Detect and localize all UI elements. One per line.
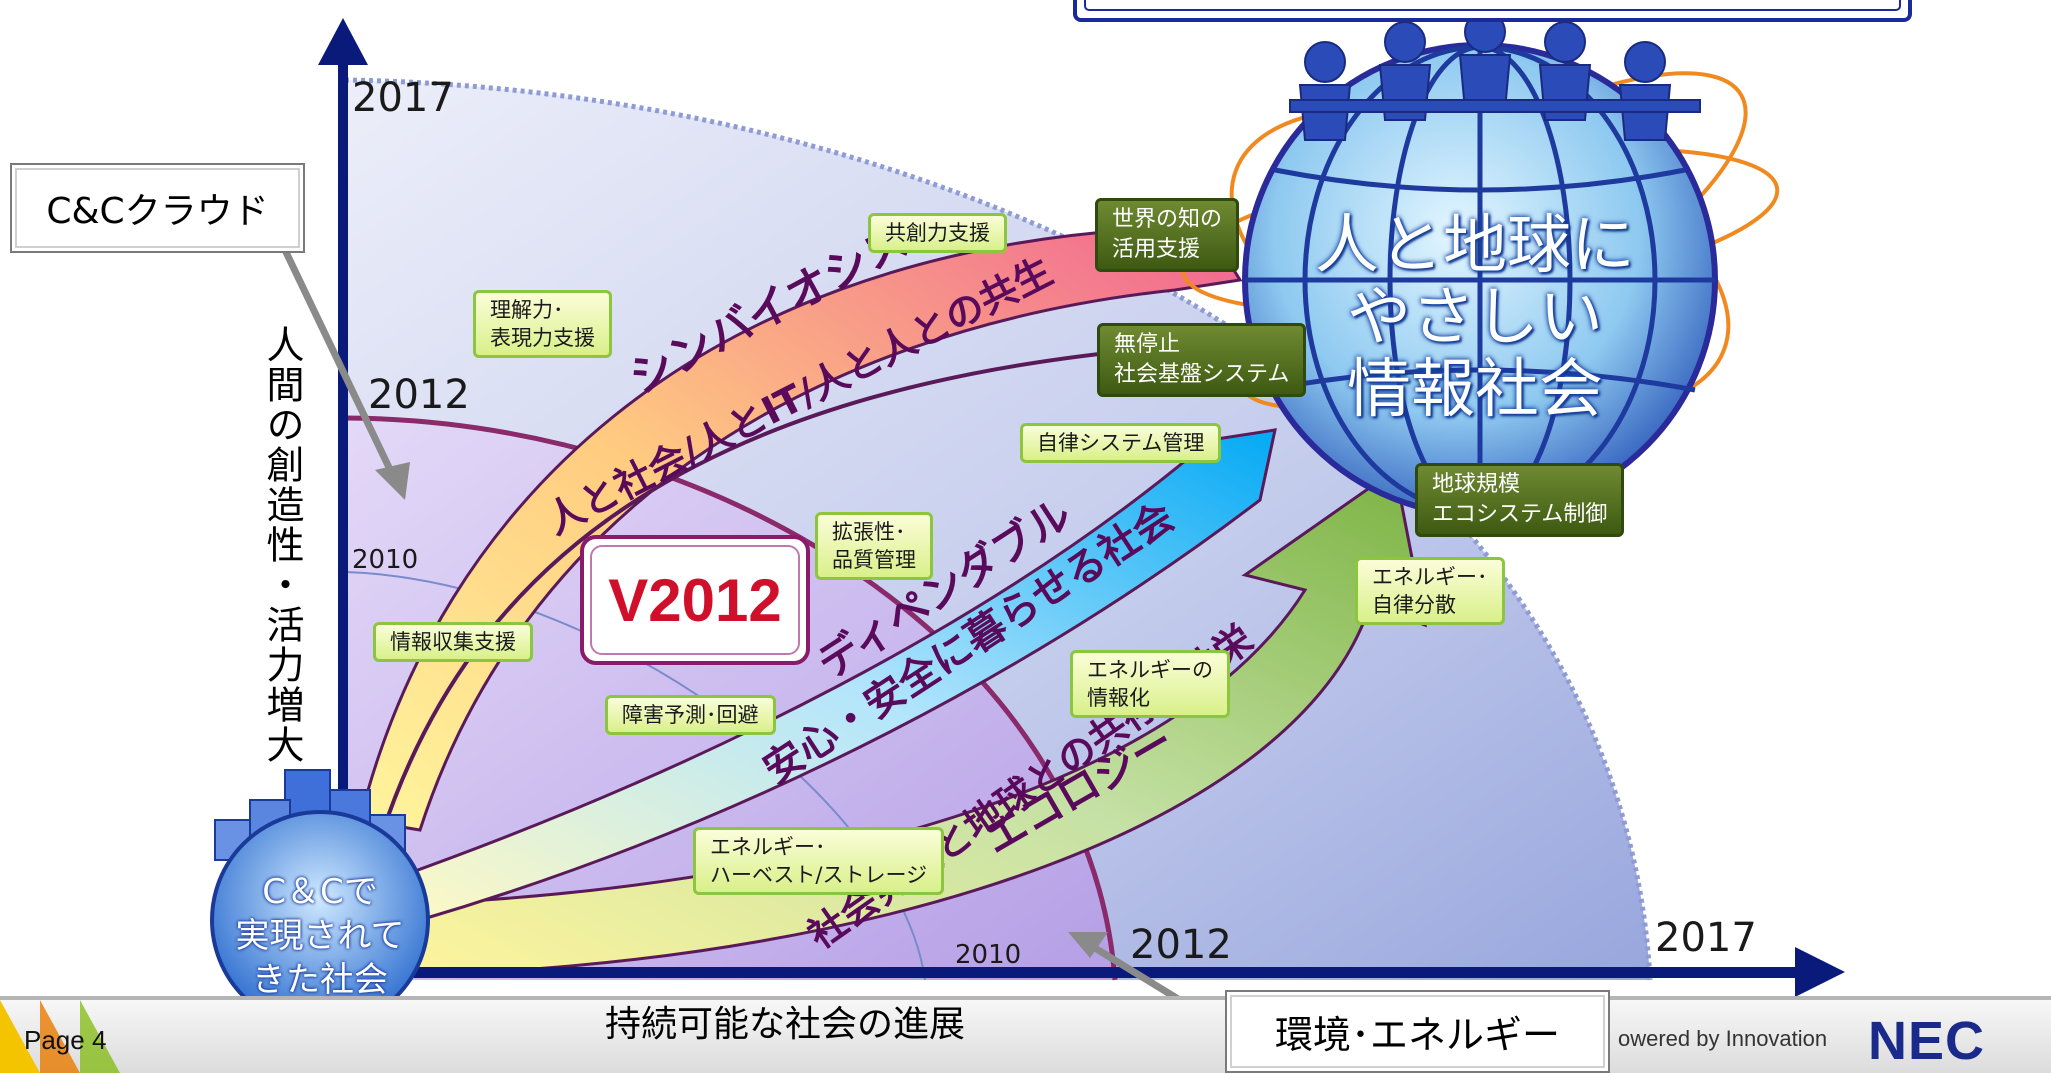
box-world-knowledge: 世界の知の 活用支援 [1095, 198, 1240, 272]
x-axis [338, 967, 1818, 978]
box-energy-distributed: エネルギー･ 自律分散 [1355, 557, 1505, 625]
footer-bar [0, 1000, 2051, 1073]
box-info-collection: 情報収集支援 [373, 622, 533, 662]
cloud-pointer [281, 248, 410, 500]
env-energy-callout: 環境･エネルギー [1225, 990, 1610, 1073]
dependable-arrow [387, 428, 1277, 922]
box-nonstop: 無停止 社会基盤システム [1097, 323, 1307, 397]
cloud-callout: C&Cクラウド [10, 163, 305, 253]
symbiosis-inner-edge [378, 343, 1196, 841]
box-global-eco: 地球規模 エコシステム制御 [1415, 463, 1625, 537]
box-co-creation: 共創力支援 [868, 213, 1007, 253]
year-label-x2010: 2010 [955, 940, 1022, 970]
nec-logo: NEC [1868, 1011, 1986, 1071]
footer-stripes [0, 1000, 120, 1073]
y-axis [338, 55, 348, 985]
start-society-label: C＆Cで 実現されて きた社会 [235, 872, 405, 1000]
year-label-x2017: 2017 [1655, 915, 1757, 961]
box-energy-harvest: エネルギー･ ハーベスト/ストレージ [693, 827, 945, 895]
goal-globe-label: 人と地球に やさしい 情報社会 [1315, 209, 1635, 427]
box-understanding: 理解力･ 表現力支援 [473, 290, 612, 358]
v2012-callout: V2012 [580, 535, 810, 665]
y-axis-label: 人間の創造性・活力増大 [260, 325, 304, 765]
x-axis-arrowhead [1795, 947, 1845, 997]
x-axis-label: 持続可能な社会の進展 [605, 1004, 966, 1045]
year-label-y2017: 2017 [352, 75, 454, 121]
year-label-y2010: 2010 [352, 545, 419, 575]
page-number: Page 4 [24, 1025, 107, 1055]
box-autonomic: 自律システム管理 [1020, 423, 1222, 463]
box-failure-prediction: 障害予測･回避 [605, 695, 776, 735]
box-scalability: 拡張性･ 品質管理 [815, 512, 933, 580]
globe-grid [1245, 44, 1715, 516]
y-axis-arrowhead [318, 18, 368, 65]
year-label-y2012: 2012 [368, 372, 470, 418]
v2012-label: V2012 [608, 566, 782, 634]
city-icon [210, 769, 430, 1030]
box-energy-info: エネルギーの 情報化 [1070, 650, 1230, 718]
people-icon [1289, 11, 1701, 141]
year-label-x2012: 2012 [1130, 922, 1232, 968]
tagline: owered by Innovation [1618, 1026, 1828, 1051]
